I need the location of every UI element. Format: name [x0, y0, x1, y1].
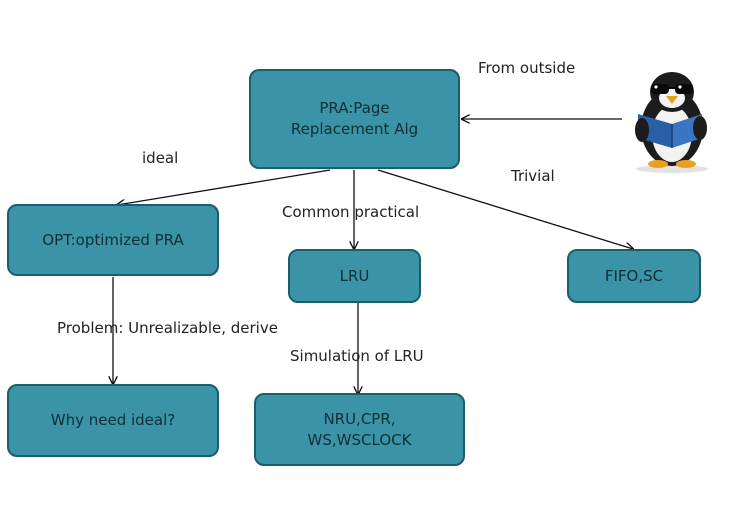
- edge-pra-to-fifo: [377, 169, 633, 249]
- node-fifo: FIFO,SC: [567, 249, 701, 303]
- node-nru: NRU,CPR, WS,WSCLOCK: [254, 393, 465, 466]
- node-pra: PRA:Page Replacement Alg: [249, 69, 460, 169]
- node-why: Why need ideal?: [7, 384, 219, 457]
- label-trivial: Trivial: [511, 167, 555, 185]
- node-lru: LRU: [288, 249, 421, 303]
- label-common-practical: Common practical: [282, 203, 420, 221]
- label-from-outside: From outside: [478, 59, 576, 77]
- node-opt: OPT:optimized PRA: [7, 204, 219, 276]
- label-problem: Problem: Unrealizable, derive: [57, 319, 278, 337]
- label-ideal: ideal: [142, 149, 179, 167]
- label-simulation: Simulation of LRU: [290, 347, 424, 365]
- edge-pra-to-opt: [117, 169, 331, 205]
- penguin-reading-book-icon: [635, 72, 708, 173]
